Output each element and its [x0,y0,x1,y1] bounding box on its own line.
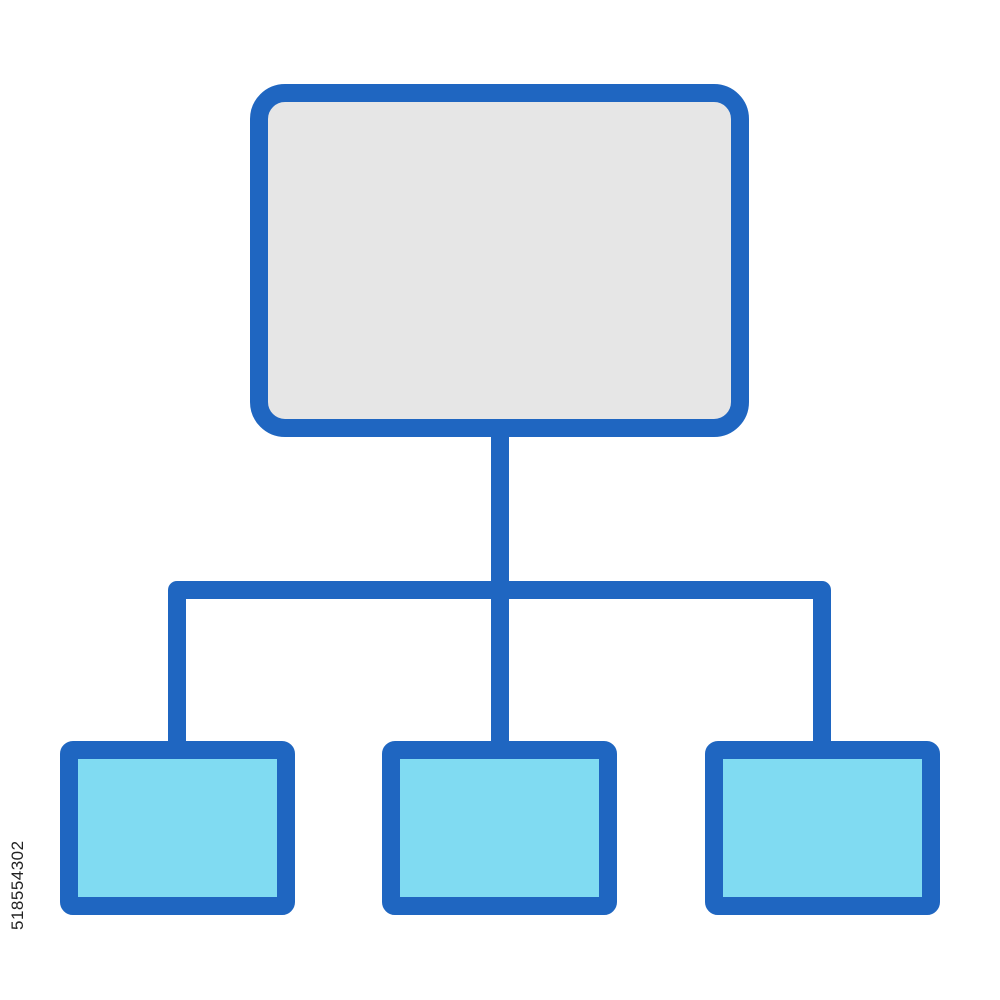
connectors [168,419,831,759]
stock-id-label: 518554302 [8,840,27,930]
node-child-center [382,741,617,915]
node-child-right [705,741,940,915]
node-root [250,84,749,437]
node-child-left [60,741,295,915]
